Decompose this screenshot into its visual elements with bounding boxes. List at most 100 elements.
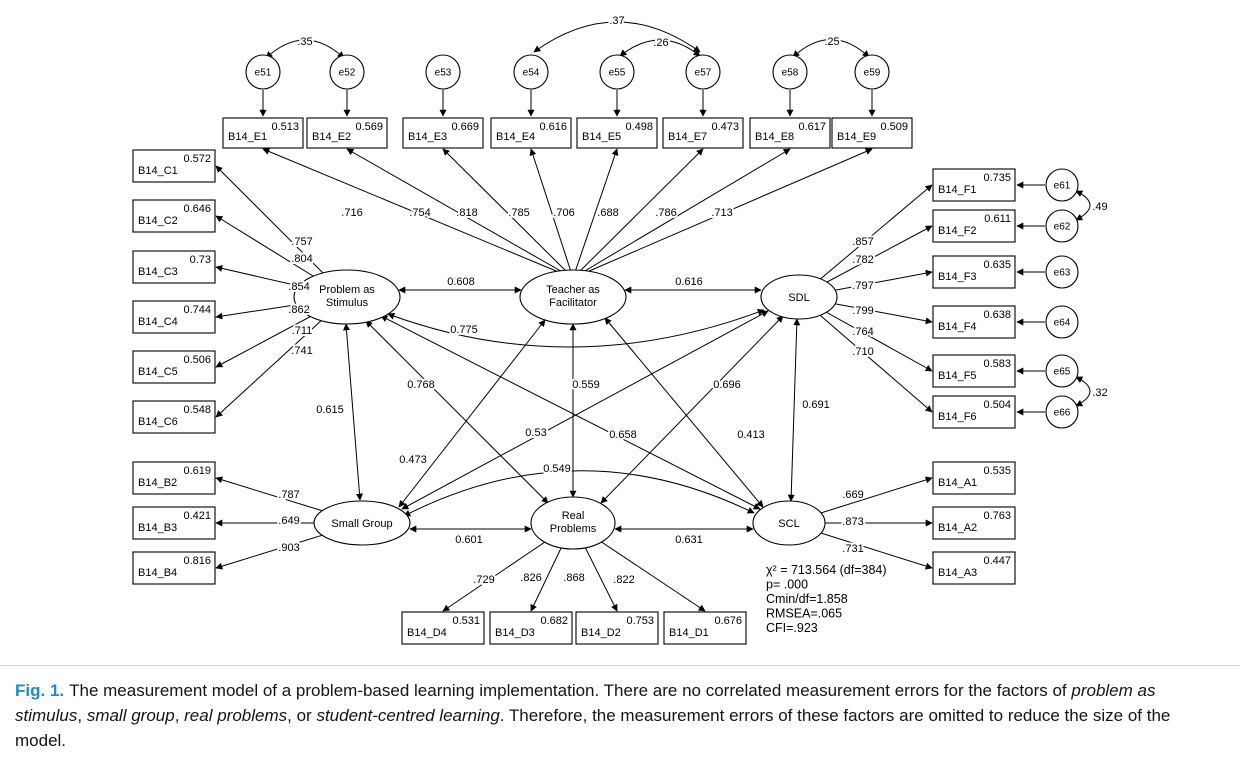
caption-segment: The measurement model of a problem-based… xyxy=(69,681,1072,700)
loading-label: .797 xyxy=(852,280,873,292)
covariance-label: 0.559 xyxy=(572,379,600,391)
figure-label: Fig. 1. xyxy=(15,681,65,700)
error-label: e59 xyxy=(864,68,881,79)
covariance-arrow xyxy=(403,470,755,517)
covariance-label: 0.631 xyxy=(675,534,703,546)
indicator-name: B14_D4 xyxy=(407,627,447,639)
error-label: e64 xyxy=(1054,318,1071,329)
indicator-box-B14_A3 xyxy=(932,551,1016,585)
error-circle-e63 xyxy=(1045,255,1079,289)
error-circle-e64 xyxy=(1045,305,1079,339)
loading-arrow xyxy=(572,148,873,279)
covariance-label: 0.473 xyxy=(399,454,427,466)
fit-stats-line: CFI=.923 xyxy=(766,621,818,635)
indicator-name: B14_E3 xyxy=(408,131,447,143)
loading-label: .710 xyxy=(852,346,873,358)
error-circle-e65 xyxy=(1045,354,1079,388)
indicator-name: B14_E4 xyxy=(496,131,535,143)
indicator-name: B14_E1 xyxy=(228,131,267,143)
error-circle-e53 xyxy=(425,54,461,90)
indicator-value: 0.619 xyxy=(183,465,211,477)
indicator-box-B14_F6 xyxy=(932,395,1016,429)
error-circle-e51 xyxy=(245,54,281,90)
latent-label: SDL xyxy=(788,292,809,304)
indicator-name: B14_B4 xyxy=(138,567,177,579)
error-covariance-label: .37 xyxy=(609,15,624,27)
indicator-value: 0.513 xyxy=(271,121,299,133)
error-label: e65 xyxy=(1054,367,1071,378)
error-covariance-label: .32 xyxy=(1092,387,1107,399)
loading-label: .862 xyxy=(288,304,309,316)
indicator-name: B14_A3 xyxy=(938,567,977,579)
indicator-box-B14_E8 xyxy=(749,117,831,149)
covariance-label: 0.775 xyxy=(450,324,478,336)
covariance-arrow xyxy=(401,310,769,510)
error-circle-e62 xyxy=(1045,209,1079,243)
loading-label: .649 xyxy=(278,515,299,527)
indicator-value: 0.611 xyxy=(984,213,1011,225)
loading-label: .857 xyxy=(852,236,873,248)
loading-label: .729 xyxy=(473,574,494,586)
error-covariance-arrow xyxy=(619,39,701,57)
covariance-label: 0.768 xyxy=(407,379,435,391)
error-circle-e66 xyxy=(1045,395,1079,429)
indicator-name: B14_D2 xyxy=(581,627,621,639)
indicator-value: 0.506 xyxy=(183,354,211,366)
indicator-box-B14_A1 xyxy=(932,461,1016,495)
indicator-box-B14_E9 xyxy=(831,117,913,149)
caption-italic-term: student-centred learning xyxy=(316,705,500,725)
error-label: e61 xyxy=(1054,181,1071,192)
indicator-value: 0.638 xyxy=(983,309,1011,321)
loading-arrow xyxy=(346,148,574,279)
loading-arrow xyxy=(529,148,574,279)
indicator-value: 0.635 xyxy=(983,259,1011,271)
latent-teacher-as-facilitator xyxy=(519,269,627,325)
loading-label: .868 xyxy=(563,572,584,584)
loading-label: .713 xyxy=(711,207,732,219)
indicator-name: B14_F4 xyxy=(938,321,977,333)
error-circle-e61 xyxy=(1045,168,1079,202)
error-covariance-label: .49 xyxy=(1092,201,1107,213)
loading-arrow xyxy=(262,148,574,279)
loading-label: .787 xyxy=(278,489,299,501)
indicator-box-B14_B2 xyxy=(132,461,216,495)
loading-label: .873 xyxy=(842,516,863,528)
covariance-label: 0.696 xyxy=(713,379,741,391)
indicator-value: 0.616 xyxy=(539,121,567,133)
loading-arrow xyxy=(798,296,933,413)
covariance-label: 0.615 xyxy=(316,404,344,416)
indicator-box-B14_D2 xyxy=(575,611,659,645)
indicator-value: 0.669 xyxy=(451,121,479,133)
indicator-box-B14_D1 xyxy=(663,611,747,645)
latent-label: SCL xyxy=(778,518,799,530)
caption-italic-term: problem as stimulus xyxy=(15,681,1156,725)
indicator-box-B14_F2 xyxy=(932,209,1016,243)
loading-label: .826 xyxy=(520,572,541,584)
indicator-name: B14_B3 xyxy=(138,522,177,534)
error-circle-e52 xyxy=(329,54,365,90)
indicator-name: B14_E5 xyxy=(582,131,621,143)
indicator-value: 0.473 xyxy=(711,121,739,133)
indicator-value: 0.73 xyxy=(190,254,211,266)
error-label: e57 xyxy=(695,68,712,79)
indicator-value: 0.421 xyxy=(183,510,211,522)
error-covariance-label: .35 xyxy=(297,36,312,48)
covariance-label: 0.616 xyxy=(675,276,703,288)
loading-label: .688 xyxy=(597,207,618,219)
error-covariance-arrow xyxy=(1075,376,1091,407)
indicator-box-B14_C3 xyxy=(132,250,216,284)
indicator-value: 0.583 xyxy=(983,358,1011,370)
indicator-name: B14_C2 xyxy=(138,215,178,227)
loading-label: .754 xyxy=(409,207,430,219)
caption-italic-term: small group xyxy=(86,705,175,725)
loading-label: .786 xyxy=(655,207,676,219)
indicator-value: 0.548 xyxy=(183,404,211,416)
covariance-label: 0.549 xyxy=(543,463,571,475)
indicator-box-B14_E5 xyxy=(576,117,658,149)
latent-problem-as-stimulus xyxy=(293,269,401,325)
latent-sdl xyxy=(760,274,838,320)
loading-label: .764 xyxy=(852,326,873,338)
loading-arrow xyxy=(572,148,704,279)
